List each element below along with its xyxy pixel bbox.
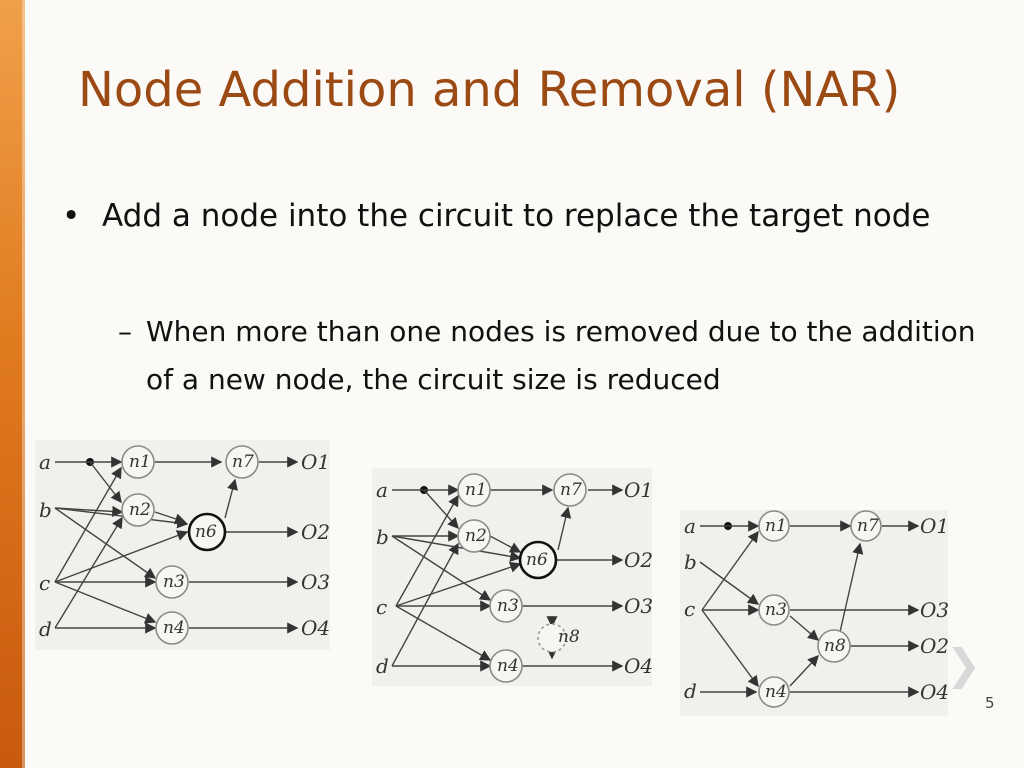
accent-bar — [0, 0, 25, 768]
svg-text:n7: n7 — [232, 452, 254, 472]
svg-text:n8: n8 — [824, 636, 846, 656]
svg-text:n7: n7 — [560, 480, 582, 500]
input-label-a: a — [684, 514, 696, 538]
node-n4: n4 — [155, 611, 189, 645]
bullet-level-1: • Add a node into the circuit to replace… — [62, 192, 942, 240]
output-label-o1: O1 — [301, 450, 330, 474]
node-n6: n6 — [187, 512, 227, 552]
node-n8-added: n8 — [537, 623, 580, 653]
input-label-c: c — [376, 595, 387, 619]
svg-text:n4: n4 — [163, 618, 185, 638]
svg-text:n4: n4 — [497, 656, 519, 676]
output-label-o2: O2 — [301, 520, 330, 544]
svg-text:n7: n7 — [857, 516, 879, 536]
svg-text:n3: n3 — [163, 572, 185, 592]
node-n1: n1 — [457, 473, 491, 507]
node-n8: n8 — [817, 629, 851, 663]
node-n1: n1 — [758, 510, 790, 542]
svg-text:n2: n2 — [129, 500, 151, 520]
node-n3: n3 — [489, 589, 523, 623]
output-label-o3: O3 — [624, 594, 652, 618]
input-label-d: d — [684, 679, 697, 703]
edges — [699, 520, 920, 698]
svg-text:n3: n3 — [765, 600, 787, 620]
input-label-d: d — [376, 654, 389, 678]
input-label-d: d — [39, 617, 52, 641]
node-n3: n3 — [758, 594, 790, 626]
output-label-o3: O3 — [301, 570, 330, 594]
svg-text:n1: n1 — [765, 516, 787, 536]
edges — [391, 484, 624, 672]
input-label-b: b — [39, 498, 52, 522]
slide-number: 5 — [985, 694, 995, 712]
node-n4: n4 — [489, 649, 523, 683]
output-label-o2: O2 — [624, 548, 652, 572]
output-label-o4: O4 — [624, 654, 652, 678]
svg-text:n3: n3 — [497, 596, 519, 616]
node-n3: n3 — [155, 565, 189, 599]
svg-text:n8: n8 — [558, 627, 580, 647]
bullet-text: Add a node into the circuit to replace t… — [102, 198, 931, 234]
node-n7: n7 — [850, 510, 882, 542]
node-n7: n7 — [225, 445, 259, 479]
input-label-b: b — [684, 550, 697, 574]
circuit-diagram-original: a b c d n1 — [35, 440, 330, 650]
svg-text:n1: n1 — [465, 480, 487, 500]
chevron-right-icon[interactable]: ❯ — [946, 640, 982, 689]
circuit-diagram-reduced: a b c d n1 n3 — [680, 510, 948, 716]
output-label-o3: O3 — [920, 598, 948, 622]
node-n2: n2 — [457, 519, 491, 553]
svg-text:n4: n4 — [765, 682, 787, 702]
node-n6: n6 — [518, 540, 558, 580]
node-n1: n1 — [121, 445, 155, 479]
slide-title: Node Addition and Removal (NAR) — [78, 62, 901, 118]
sub-bullet-marker: – — [118, 315, 132, 348]
output-label-o4: O4 — [301, 616, 330, 640]
edges — [54, 456, 299, 634]
input-label-c: c — [684, 597, 695, 621]
bullet-marker: • — [62, 198, 81, 234]
svg-text:n1: n1 — [129, 452, 151, 472]
input-label-c: c — [39, 571, 50, 595]
circuit-diagram-added-node: a b c d n1 — [372, 468, 652, 686]
input-label-a: a — [376, 478, 388, 502]
input-label-a: a — [39, 450, 51, 474]
bullet-level-2: – When more than one nodes is removed du… — [118, 308, 998, 404]
node-n4: n4 — [758, 676, 790, 708]
output-label-o4: O4 — [920, 680, 948, 704]
svg-text:n6: n6 — [526, 550, 548, 570]
svg-text:n6: n6 — [195, 522, 217, 542]
output-label-o1: O1 — [920, 514, 948, 538]
input-label-b: b — [376, 525, 389, 549]
output-label-o2: O2 — [920, 634, 948, 658]
node-n7: n7 — [553, 473, 587, 507]
sub-bullet-text: When more than one nodes is removed due … — [146, 315, 976, 396]
output-label-o1: O1 — [624, 478, 652, 502]
node-n2: n2 — [121, 493, 155, 527]
svg-text:n2: n2 — [465, 526, 487, 546]
